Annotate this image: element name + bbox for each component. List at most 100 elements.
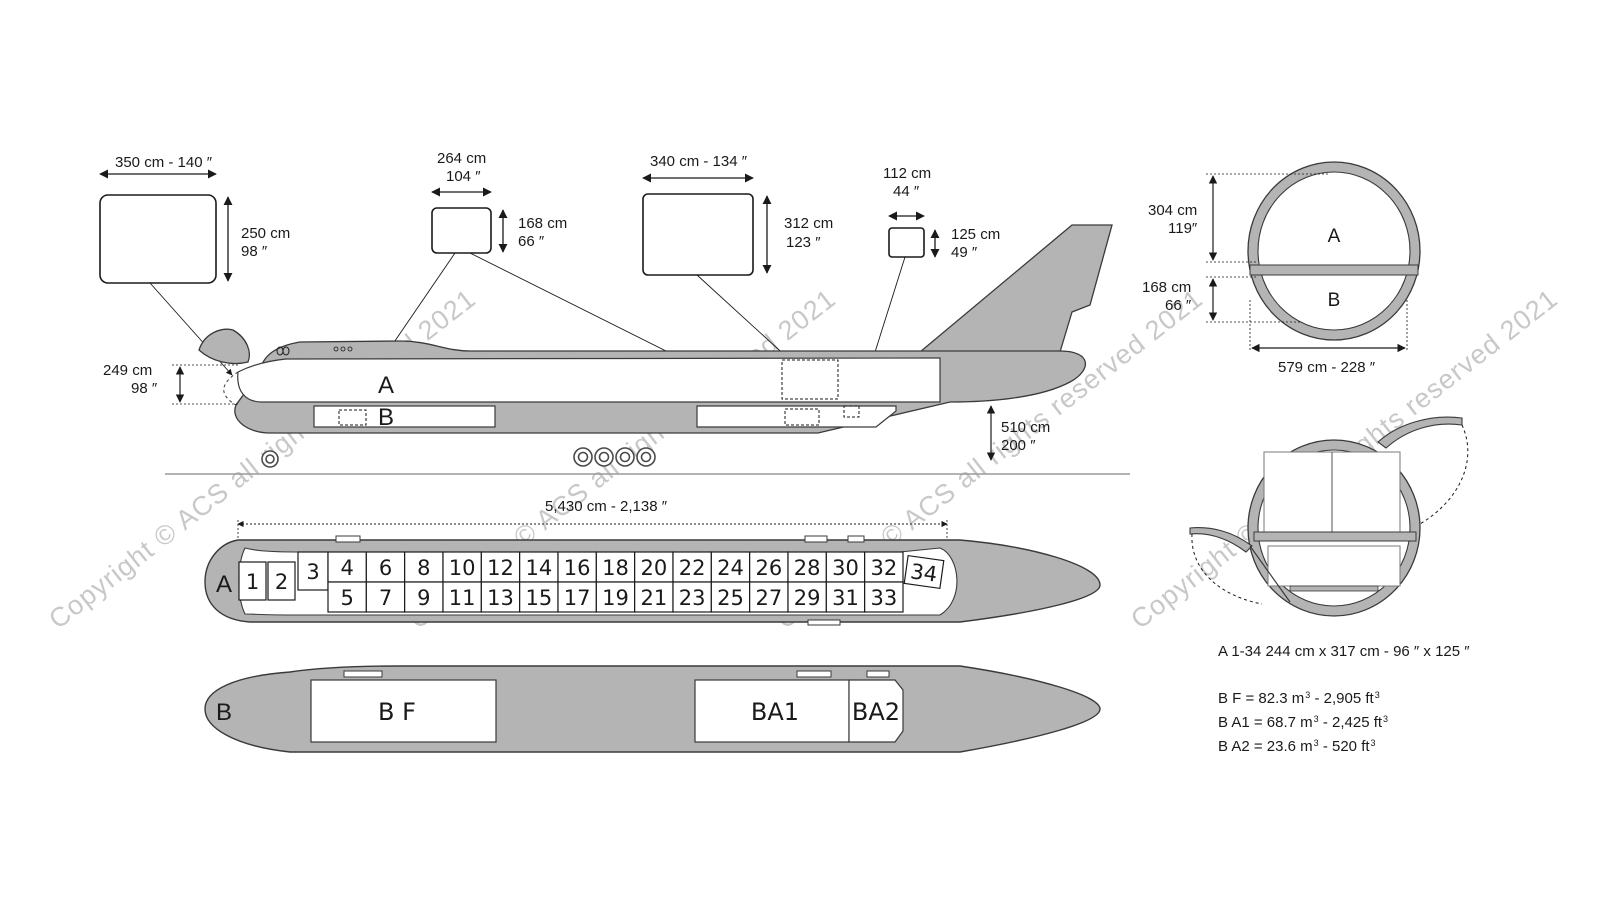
position-23-label: 23 <box>679 586 706 610</box>
volume-ba2: B A2 = 23.6 m3 - 520 ft3 <box>1218 738 1376 756</box>
position-2: 2 <box>267 561 296 601</box>
position-14: 14 <box>519 551 559 583</box>
position-9-label: 9 <box>417 586 430 610</box>
position-32-label: 32 <box>870 556 897 580</box>
position-33-label: 33 <box>870 586 897 610</box>
position-27-label: 27 <box>755 586 782 610</box>
section-width: 579 cm - 228 ″ <box>1278 359 1376 376</box>
position-16: 16 <box>557 551 597 583</box>
position-34-label: 34 <box>909 559 939 586</box>
position-2-label: 2 <box>275 570 288 594</box>
position-28: 28 <box>787 551 827 583</box>
cross-section: A B 304 cm 119″ 168 cm 66 ″ 579 cm - 228… <box>1142 161 1421 376</box>
sill-height-cm: 510 cm <box>1001 419 1050 436</box>
position-8-label: 8 <box>417 556 430 580</box>
position-12: 12 <box>480 551 521 583</box>
position-23: 23 <box>672 581 712 613</box>
position-8: 8 <box>404 551 444 583</box>
position-13-label: 13 <box>487 586 514 610</box>
side-view-aircraft: A B 249 cm 98 ″ 510 cm 200 ″ <box>103 224 1130 475</box>
volume-bf: B F = 82.3 m3 - 2,905 ft3 <box>1218 690 1380 708</box>
lower-door-width-in: 104 ″ <box>446 168 481 185</box>
position-34: 34 <box>903 554 945 590</box>
position-3: 3 <box>297 551 329 591</box>
lower-door-height-in: 66 ″ <box>518 233 545 250</box>
main-door-height-cm: 312 cm <box>784 215 833 232</box>
nose-door-height-in: 98 ″ <box>241 243 268 260</box>
side-deck-b-label: B <box>378 404 394 431</box>
position-4-label: 4 <box>340 556 353 580</box>
volume-bf-exp2: 3 <box>1374 690 1380 700</box>
volume-ba2-m: B A2 = 23.6 m <box>1218 738 1313 755</box>
sill-height-in: 200 ″ <box>1001 437 1036 454</box>
main-door-width: 340 cm - 134 ″ <box>650 153 748 170</box>
bulk-door-height-in: 49 ″ <box>951 244 978 261</box>
upper-height-cm: 304 cm <box>1148 202 1197 219</box>
position-4: 4 <box>327 551 367 583</box>
section-lower-label: B <box>1328 290 1341 311</box>
position-18: 18 <box>595 551 636 583</box>
position-28-label: 28 <box>794 556 821 580</box>
lower-door-width-cm: 264 cm <box>437 150 486 167</box>
volume-ba1-exp1: 3 <box>1313 714 1319 724</box>
position-17-label: 17 <box>564 586 591 610</box>
position-21-label: 21 <box>640 586 667 610</box>
bulk-door-width-in: 44 ″ <box>893 183 920 200</box>
position-25-label: 25 <box>717 586 744 610</box>
position-3-label: 3 <box>306 560 319 584</box>
volume-bf-ft: - 2,905 ft <box>1310 690 1374 707</box>
door-nose: 350 cm - 140 ″ 250 cm 98 ″ <box>99 154 290 376</box>
volume-ba1-ft: - 2,425 ft <box>1318 714 1383 731</box>
position-33: 33 <box>864 581 904 613</box>
position-19-label: 19 <box>602 586 629 610</box>
upper-height-in: 119″ <box>1168 220 1198 237</box>
door-main-side: 340 cm - 134 ″ 312 cm 123 ″ <box>642 153 833 361</box>
position-24-label: 24 <box>717 556 744 580</box>
lower-height-in: 66 ″ <box>1165 297 1192 314</box>
position-12-label: 12 <box>487 556 514 580</box>
bulk-door-height-cm: 125 cm <box>951 226 1000 243</box>
volume-ba1: B A1 = 68.7 m3 - 2,425 ft3 <box>1218 714 1388 732</box>
position-6-label: 6 <box>379 556 392 580</box>
nose-door-width: 350 cm - 140 ″ <box>115 154 213 171</box>
position-20: 20 <box>634 551 674 583</box>
volume-ba2-exp2: 3 <box>1370 738 1376 748</box>
volume-bf-exp1: 3 <box>1305 690 1311 700</box>
nose-height-cm: 249 cm <box>103 362 152 379</box>
position-27: 27 <box>749 581 789 613</box>
position-25: 25 <box>710 581 751 613</box>
position-6: 6 <box>365 551 406 583</box>
position-26: 26 <box>749 551 789 583</box>
position-1: 1 <box>238 561 267 601</box>
compartment-ba1: BA1 <box>751 698 799 726</box>
position-19: 19 <box>595 581 636 613</box>
lower-deck-plan: B B F BA1 BA2 <box>204 665 1101 753</box>
position-29: 29 <box>787 581 827 613</box>
position-11: 11 <box>442 581 482 613</box>
position-18-label: 18 <box>602 556 629 580</box>
position-13: 13 <box>480 581 521 613</box>
main-door-height-in: 123 ″ <box>786 234 821 251</box>
volume-bf-m: B F = 82.3 m <box>1218 690 1305 707</box>
position-24: 24 <box>710 551 751 583</box>
position-20-label: 20 <box>640 556 667 580</box>
position-32: 32 <box>864 551 904 583</box>
position-15-label: 15 <box>525 586 552 610</box>
position-11-label: 11 <box>449 586 476 610</box>
nose-height-in: 98 ″ <box>131 380 158 397</box>
position-22: 22 <box>672 551 712 583</box>
compartment-ba2: BA2 <box>852 698 900 726</box>
position-30-label: 30 <box>832 556 859 580</box>
landing-gear <box>261 447 656 468</box>
volume-ba2-ft: - 520 ft <box>1318 738 1370 755</box>
position-21: 21 <box>634 581 674 613</box>
position-29-label: 29 <box>794 586 821 610</box>
side-deck-a-label: A <box>378 372 394 399</box>
door-lower-forward: 264 cm 104 ″ 168 cm 66 ″ <box>344 150 793 415</box>
main-deck-spec: A 1-34 244 cm x 317 cm - 96 ″ x 125 ″ <box>1218 643 1470 660</box>
position-17: 17 <box>557 581 597 613</box>
cross-section-doors <box>1189 416 1469 617</box>
